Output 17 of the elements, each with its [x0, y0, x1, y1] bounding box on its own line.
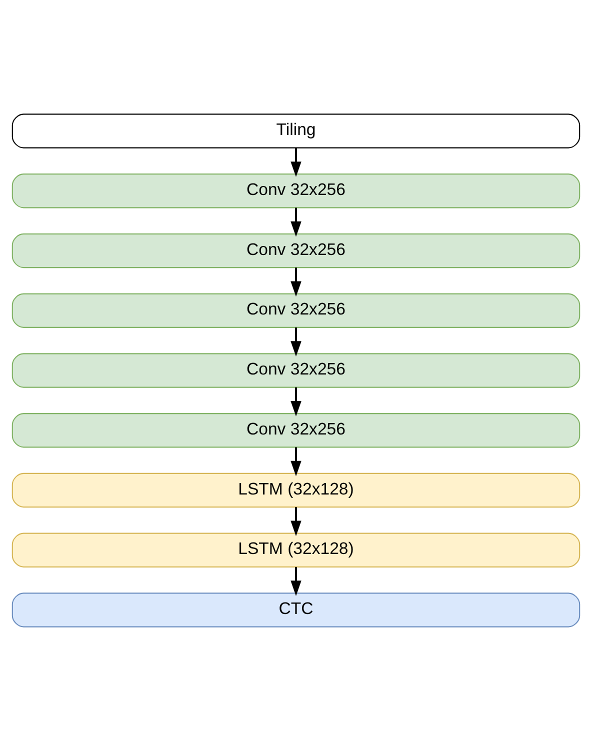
node-box: LSTM (32x128) [12, 472, 580, 508]
arrow [290, 267, 302, 296]
node-box: LSTM (32x128) [12, 532, 580, 567]
node-box: Tiling [12, 113, 580, 148]
node-box: Conv 32x256 [12, 292, 580, 328]
arrow [290, 147, 302, 176]
node-box: Conv 32x256 [12, 412, 580, 448]
node-box: Conv 32x256 [12, 232, 580, 268]
node-box: CTC [12, 592, 580, 627]
node-box: Conv 32x256 [12, 173, 580, 208]
arrow [290, 207, 302, 236]
arrow [290, 566, 302, 596]
arrow [290, 326, 302, 356]
arrow [290, 446, 302, 476]
arrow [290, 386, 302, 416]
node-box: Conv 32x256 [12, 352, 580, 388]
arrow [290, 506, 302, 536]
